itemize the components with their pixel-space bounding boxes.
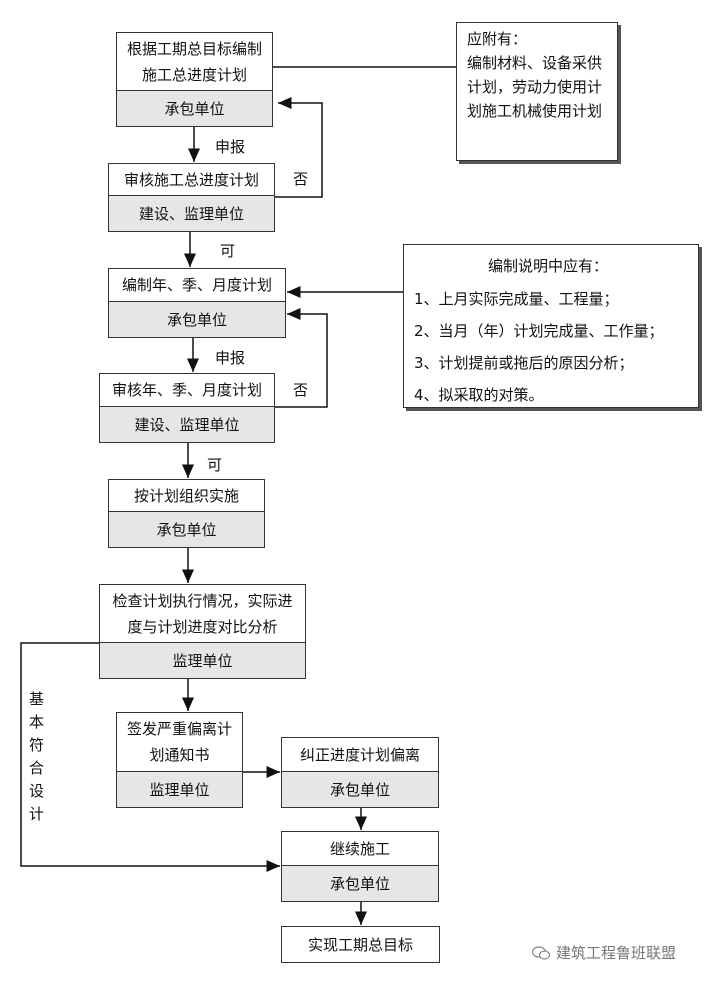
label-report-1: 申报 <box>215 138 246 156</box>
box-review-periodic-plan: 审核年、季、月度计划 建设、监理单位 <box>99 373 275 443</box>
box-compile-master-schedule: 根据工期总目标编制施工总进度计划 承包单位 <box>116 32 273 127</box>
note-explanation: 编制说明中应有： 1、上月实际完成量、工程量； 2、当月（年）计划完成量、工作量… <box>403 244 699 408</box>
note-title: 编制说明中应有： <box>488 257 609 275</box>
box-title: 检查计划执行情况，实际进度与计划进度对比分析 <box>112 591 293 636</box>
box-title: 根据工期总目标编制施工总进度计划 <box>126 39 262 84</box>
box-check-progress: 检查计划执行情况，实际进度与计划进度对比分析 监理单位 <box>99 584 306 679</box>
label-basic-conformity: 基本符合设计 <box>29 690 45 823</box>
note-item: 4、拟采取的对策。 <box>414 386 544 404</box>
label-report-2: 申报 <box>215 349 246 367</box>
box-party: 承包单位 <box>117 90 272 126</box>
watermark: 建筑工程鲁班联盟 <box>531 942 677 963</box>
box-review-master-schedule: 审核施工总进度计划 建设、监理单位 <box>108 163 275 232</box>
note-item: 1、上月实际完成量、工程量； <box>414 290 619 308</box>
note-title: 应附有： <box>467 30 528 48</box>
note-item: 3、计划提前或拖后的原因分析； <box>414 354 634 372</box>
loop-basic <box>20 642 280 872</box>
note-attachments: 应附有： 编制材料、设备采供计划，劳动力使用计划施工机械使用计划 <box>456 22 618 161</box>
loop-no-1 <box>275 97 323 198</box>
box-title: 继续施工 <box>329 839 390 858</box>
note-body: 编制材料、设备采供计划，劳动力使用计划施工机械使用计划 <box>467 54 603 120</box>
wechat-icon <box>531 945 551 960</box>
box-implement-plan: 按计划组织实施 承包单位 <box>108 479 265 548</box>
box-party: 监理单位 <box>100 642 305 678</box>
box-party: 承包单位 <box>282 865 438 901</box>
box-title: 签发严重偏离计划通知书 <box>126 720 232 764</box>
label-ok-1: 可 <box>220 242 236 260</box>
box-title: 编制年、季、月度计划 <box>121 276 272 294</box>
box-title: 审核施工总进度计划 <box>123 170 259 189</box>
box-compile-periodic-plan: 编制年、季、月度计划 承包单位 <box>108 268 286 338</box>
box-party: 监理单位 <box>117 771 242 807</box>
loop-no-2 <box>275 308 328 408</box>
box-title: 实现工期总目标 <box>307 936 413 954</box>
label-ok-2: 可 <box>207 456 223 474</box>
label-no-2: 否 <box>293 381 309 399</box>
box-issue-deviation-notice: 签发严重偏离计划通知书 监理单位 <box>116 712 243 808</box>
note-item: 2、当月（年）计划完成量、工作量； <box>414 322 664 340</box>
box-party: 承包单位 <box>109 301 285 337</box>
box-title: 纠正进度计划偏离 <box>299 745 420 764</box>
label-no-1: 否 <box>293 170 309 188</box>
box-party: 承包单位 <box>109 511 264 547</box>
box-continue-construction: 继续施工 承包单位 <box>281 831 439 902</box>
box-party: 承包单位 <box>282 771 438 807</box>
box-title: 按计划组织实施 <box>133 486 239 505</box>
box-title: 审核年、季、月度计划 <box>111 381 262 399</box>
box-party: 建设、监理单位 <box>100 406 274 442</box>
box-correct-deviation: 纠正进度计划偏离 承包单位 <box>281 737 439 808</box>
box-achieve-goal: 实现工期总目标 <box>281 926 440 963</box>
watermark-text: 建筑工程鲁班联盟 <box>556 944 677 962</box>
box-party: 建设、监理单位 <box>109 195 274 231</box>
